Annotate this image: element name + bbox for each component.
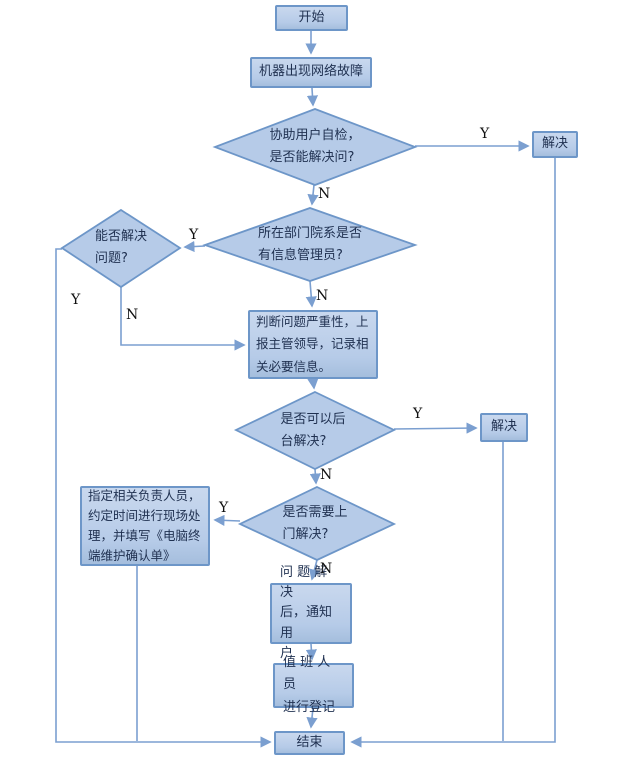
node-start: 开始 <box>275 5 348 31</box>
label-onsite-no: N <box>320 561 333 577</box>
label-cansolve-yes: Y <box>71 292 81 308</box>
edge-cansolve-no-assess <box>120 287 246 351</box>
edge-assess-backend <box>307 377 319 390</box>
decision-onsite-label: 是否需要上 门解决? <box>282 504 348 542</box>
edge-onsite-no-notify <box>309 559 320 581</box>
label-deptadmin-no: N <box>316 288 329 304</box>
label-cansolve-no: N <box>126 307 139 323</box>
node-assess-report: 判断问题严重性，上 报主管领导，记录相 关必要信息。 <box>248 310 378 379</box>
decision-self-check-label: 协助用户自检， 是否能解决问? <box>269 127 361 165</box>
label-onsite-yes: Y <box>219 500 229 516</box>
edge-cansolve-yes-end <box>55 248 272 748</box>
decision-backend-shape <box>233 391 397 471</box>
decision-dept-admin-label: 所在部门院系是否 有信息管理员? <box>257 225 363 263</box>
decision-backend-label: 是否可以后 台解决? <box>280 411 346 449</box>
node-onsite-action: 指定相关负责人员， 约定时间进行现场处 理，并填写《电脑终 端维护确认单》 <box>80 486 210 566</box>
decision-can-solve-shape <box>60 208 182 289</box>
edge-solvetop-end <box>350 158 556 748</box>
edge-deptadmin-yes-cansolve <box>183 240 206 253</box>
edge-deptadmin-no-assess <box>305 280 317 308</box>
label-selfcheck-no: N <box>318 186 331 202</box>
label-backend-yes: Y <box>413 406 423 422</box>
decision-can-solve-label: 能否解决 问题? <box>94 228 148 266</box>
edge-register-end <box>306 707 318 729</box>
node-network-fault: 机器出现网络故障 <box>250 57 372 88</box>
node-end: 结束 <box>274 731 345 755</box>
decision-onsite-shape <box>237 486 397 561</box>
edge-backend-no-onsite <box>309 468 321 485</box>
edge-fault-selfcheck <box>306 87 319 107</box>
decision-dept-admin-shape <box>202 207 418 282</box>
edge-onsite-yes-action <box>213 514 241 526</box>
label-selfcheck-yes: Y <box>480 126 490 142</box>
label-deptadmin-yes: Y <box>189 227 199 243</box>
edge-selfcheck-no-deptadmin <box>307 184 319 206</box>
label-backend-no: N <box>320 467 333 483</box>
edge-notify-register <box>305 643 317 661</box>
node-solved-top: 解决 <box>532 131 578 158</box>
edge-backend-yes-solve <box>393 422 478 434</box>
node-solved-mid: 解决 <box>480 413 528 442</box>
decision-self-check-shape <box>212 108 418 186</box>
node-duty-register: 值 班 人 员 进行登记 <box>273 655 354 715</box>
node-notify-user: 问 题 解 决 后，通知用 户 <box>270 565 352 661</box>
